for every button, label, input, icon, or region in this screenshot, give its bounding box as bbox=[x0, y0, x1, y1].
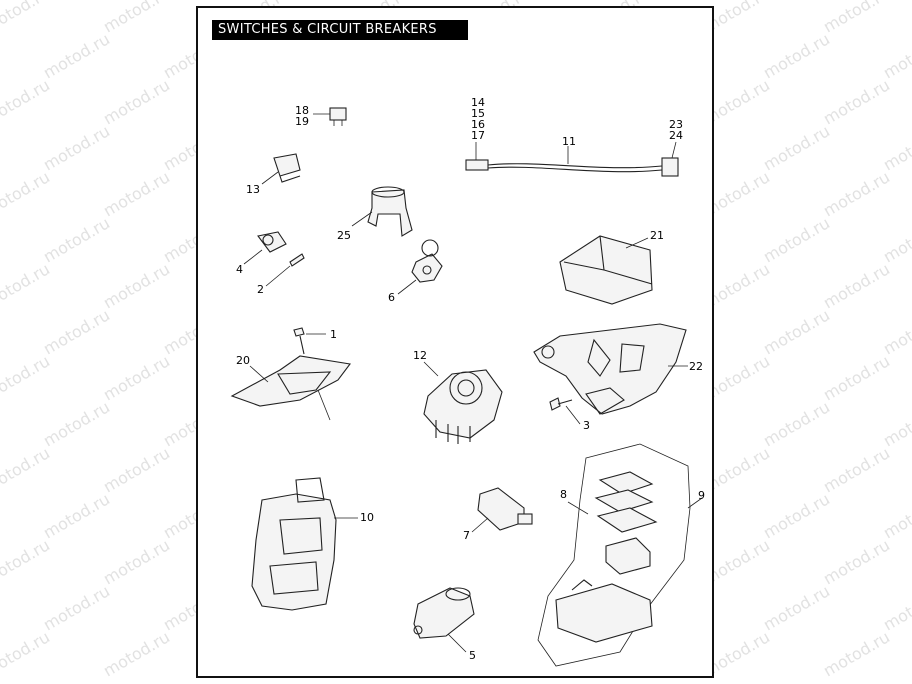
mounting-bracket-10-part bbox=[251, 477, 358, 611]
circuit-breaker-part bbox=[313, 107, 347, 126]
callout-19: 19 bbox=[295, 115, 309, 128]
cover-21-part bbox=[559, 235, 653, 305]
callout-20: 20 bbox=[236, 354, 250, 367]
callout-2: 2 bbox=[257, 283, 264, 296]
screw-1-part bbox=[293, 327, 326, 355]
module-7-part bbox=[471, 487, 533, 533]
page-title: SWITCHES & CIRCUIT BREAKERS bbox=[218, 22, 437, 37]
key-fob-6-part bbox=[397, 239, 443, 295]
callout-6: 6 bbox=[388, 291, 395, 304]
callout-13: 13 bbox=[246, 183, 260, 196]
ignition-switch-12-part bbox=[423, 361, 503, 444]
callout-8: 8 bbox=[560, 488, 567, 501]
callout-10: 10 bbox=[360, 511, 374, 524]
callout-5: 5 bbox=[469, 649, 476, 662]
callout-4: 4 bbox=[236, 263, 243, 276]
callout-15: 15 bbox=[471, 107, 485, 120]
callout-7: 7 bbox=[463, 529, 470, 542]
callout-22: 22 bbox=[689, 360, 703, 373]
callout-23: 23 bbox=[669, 118, 683, 131]
bracket-25-part bbox=[351, 186, 413, 237]
switch-housing-22-part bbox=[533, 323, 688, 425]
oil-pressure-switch-part bbox=[243, 231, 305, 287]
actuator-5-part bbox=[413, 587, 475, 653]
callout-14: 14 bbox=[471, 96, 485, 109]
callout-9: 9 bbox=[698, 489, 705, 502]
callout-12: 12 bbox=[413, 349, 427, 362]
callout-3: 3 bbox=[583, 419, 590, 432]
callout-11: 11 bbox=[562, 135, 576, 148]
module-assembly-8-9-part bbox=[537, 443, 703, 667]
switch-13-part bbox=[261, 153, 301, 185]
callout-24: 24 bbox=[669, 129, 683, 142]
callout-16: 16 bbox=[471, 118, 485, 131]
callout-25: 25 bbox=[337, 229, 351, 242]
callout-21: 21 bbox=[650, 229, 664, 242]
plate-20-part bbox=[230, 355, 351, 421]
callout-1: 1 bbox=[330, 328, 337, 341]
title-bar bbox=[212, 20, 468, 40]
callout-17: 17 bbox=[471, 129, 485, 142]
wiring-harness-11-part bbox=[465, 141, 679, 177]
callout-18: 18 bbox=[295, 104, 309, 117]
